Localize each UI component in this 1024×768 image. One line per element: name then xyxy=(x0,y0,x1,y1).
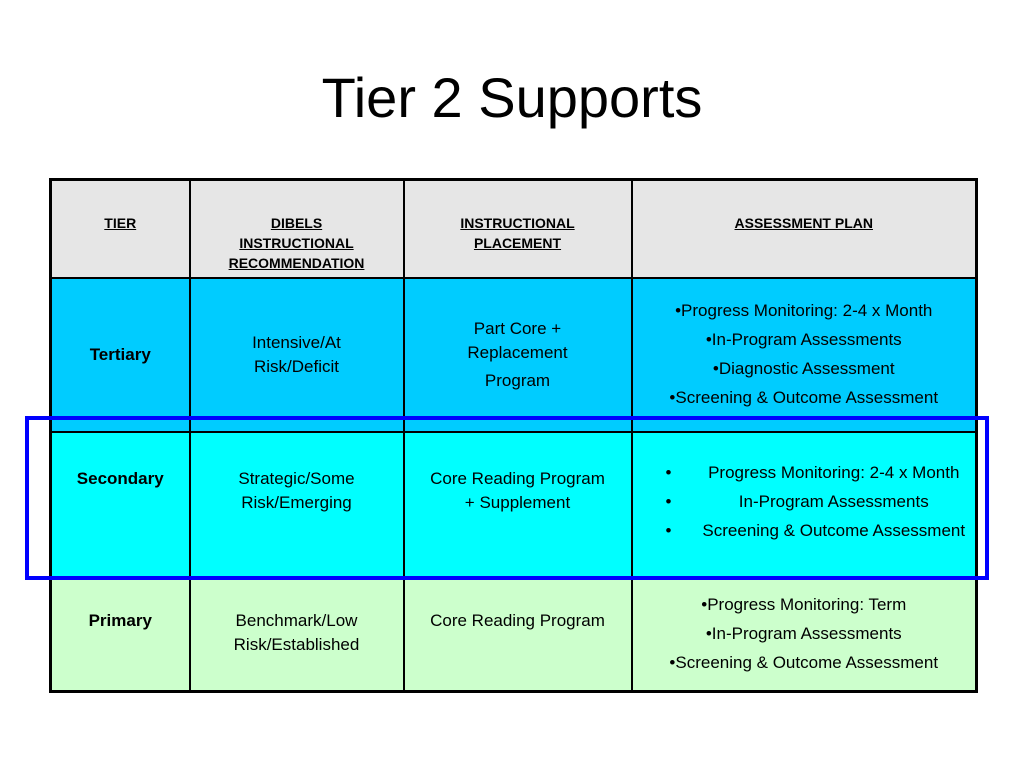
placement-cell: Core Reading Program xyxy=(402,576,633,693)
assessment-item: • Progress Monitoring: 2-4 x Month xyxy=(639,461,970,485)
tier-name-cell: Tertiary xyxy=(49,276,191,433)
header-dibels-line: RECOMMENDATION xyxy=(228,255,365,271)
bullet-mark: • xyxy=(665,463,672,482)
recommendation-line: Strategic/Some xyxy=(238,468,355,488)
assessment-item: •Screening & Outcome Assessment xyxy=(669,652,939,672)
tier-supports-table: TIER DIBELS INSTRUCTIONAL RECOMMENDATION… xyxy=(49,178,978,693)
placement-line: Core Reading Program xyxy=(430,610,605,630)
assessment-item: •In-Program Assessments xyxy=(705,623,902,643)
recommendation-cell: Benchmark/Low Risk/Established xyxy=(188,576,405,693)
assessment-item: • Screening & Outcome Assessment xyxy=(639,519,970,543)
header-placement-line: INSTRUCTIONAL xyxy=(460,215,575,231)
table-row-secondary: Secondary Strategic/Some Risk/Emerging C… xyxy=(49,430,978,579)
recommendation-line: Risk/Emerging xyxy=(241,492,352,512)
bullet-mark: • xyxy=(665,492,672,511)
recommendation-line: Intensive/At xyxy=(252,332,341,352)
assessment-item: •Screening & Outcome Assessment xyxy=(669,387,939,407)
assessment-text: In-Program Assessments xyxy=(738,492,929,511)
recommendation-line: Risk/Deficit xyxy=(253,356,339,376)
placement-line: Program xyxy=(484,370,551,390)
placement-line: Core Reading Program xyxy=(430,468,605,488)
header-placement-line: PLACEMENT xyxy=(473,235,562,251)
header-dibels-line: DIBELS xyxy=(270,215,323,231)
header-instructional-placement: INSTRUCTIONAL PLACEMENT xyxy=(402,178,633,279)
tier-name-cell: Primary xyxy=(49,576,191,693)
recommendation-cell: Strategic/Some Risk/Emerging xyxy=(188,430,405,579)
tier-name-cell: Secondary xyxy=(49,430,191,579)
assessment-item: •Progress Monitoring: 2-4 x Month xyxy=(675,300,933,320)
table-header-row: TIER DIBELS INSTRUCTIONAL RECOMMENDATION… xyxy=(49,178,978,279)
assessment-item: •Progress Monitoring: Term xyxy=(701,594,907,614)
table-row-primary: Primary Benchmark/Low Risk/Established C… xyxy=(49,576,978,693)
header-assessment-label: ASSESSMENT PLAN xyxy=(734,215,873,231)
header-tier-label: TIER xyxy=(104,215,137,231)
table-row-tertiary: Tertiary Intensive/At Risk/Deficit Part … xyxy=(49,276,978,433)
header-tier: TIER xyxy=(49,178,191,279)
assessment-text: Progress Monitoring: 2-4 x Month xyxy=(708,463,960,482)
assessment-cell: •Progress Monitoring: Term •In-Program A… xyxy=(630,576,978,693)
assessment-item: •In-Program Assessments xyxy=(705,329,902,349)
placement-cell: Core Reading Program + Supplement xyxy=(402,430,633,579)
placement-cell: Part Core + Replacement Program xyxy=(402,276,633,433)
header-dibels-recommendation: DIBELS INSTRUCTIONAL RECOMMENDATION xyxy=(188,178,405,279)
recommendation-line: Risk/Established xyxy=(233,634,360,654)
recommendation-line: Benchmark/Low xyxy=(235,610,358,630)
assessment-cell: •Progress Monitoring: 2-4 x Month •In-Pr… xyxy=(630,276,978,433)
header-dibels-line: INSTRUCTIONAL xyxy=(239,235,354,251)
assessment-text: Screening & Outcome Assessment xyxy=(702,521,966,540)
recommendation-cell: Intensive/At Risk/Deficit xyxy=(188,276,405,433)
assessment-cell: • Progress Monitoring: 2-4 x Month • In-… xyxy=(630,430,978,579)
placement-line: + Supplement xyxy=(464,492,571,512)
assessment-item: • In-Program Assessments xyxy=(639,490,970,514)
placement-line: Part Core + xyxy=(473,318,562,338)
slide-title: Tier 2 Supports xyxy=(321,66,703,129)
assessment-item: •Diagnostic Assessment xyxy=(712,358,895,378)
bullet-mark: • xyxy=(665,521,672,540)
header-assessment-plan: ASSESSMENT PLAN xyxy=(630,178,978,279)
placement-line: Replacement xyxy=(467,342,568,362)
